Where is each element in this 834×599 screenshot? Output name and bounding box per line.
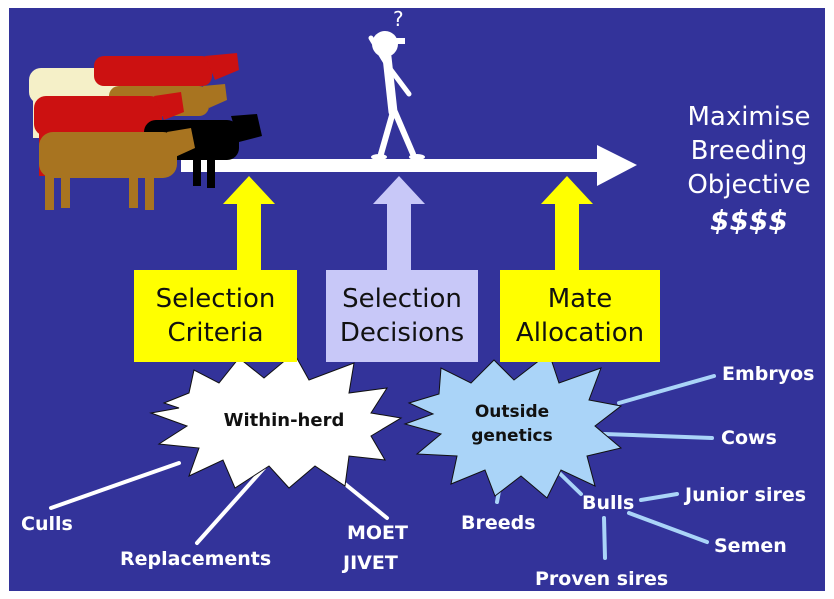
cow-brown-front: [39, 128, 195, 210]
selection-criteria-box: Selection Criteria: [134, 270, 297, 362]
selection-decisions-line-1: Selection: [342, 284, 462, 314]
selection-criteria-line-1: Selection: [155, 284, 276, 314]
cow-red-back: [94, 53, 239, 86]
cow-herd: [29, 53, 262, 210]
main-arrow: [181, 145, 637, 186]
selection-criteria-line-2: Criteria: [167, 318, 264, 348]
thinking-figure: [368, 31, 425, 160]
label-proven-sires: Proven sires: [535, 568, 669, 590]
label-breeds: Breeds: [461, 512, 536, 534]
objective-line-1: Maximise: [687, 102, 811, 132]
within-herd-burst: [149, 352, 403, 489]
label-replacements: Replacements: [120, 548, 272, 570]
objective-line-3: Objective: [687, 170, 811, 200]
label-bulls: Bulls: [582, 492, 635, 514]
selection-decisions-line-2: Decisions: [339, 318, 465, 348]
within-herd-label: Within-herd: [223, 410, 345, 431]
label-embryos: Embryos: [722, 363, 815, 385]
question-mark: ?: [393, 8, 404, 31]
label-semen: Semen: [714, 535, 787, 557]
outside-genetics-burst: [403, 352, 623, 499]
diagram-graphics: ?: [29, 8, 716, 560]
objective-dollars: $$$$: [710, 204, 788, 237]
selection-decisions-box: Selection Decisions: [326, 270, 478, 362]
mate-allocation-box: Mate Allocation: [500, 270, 660, 362]
slide: ? Maximise Breeding Objective $$$$: [9, 8, 825, 591]
outside-genetics-label: Outside genetics: [457, 400, 567, 448]
arrow-up-criteria: [223, 176, 275, 270]
objective-line-2: Breeding: [690, 136, 808, 166]
label-junior-sires: Junior sires: [685, 484, 807, 506]
breeding-objective: Maximise Breeding Objective $$$$: [669, 100, 825, 238]
label-jivet: JIVET: [343, 552, 398, 574]
label-culls: Culls: [21, 513, 73, 535]
mate-allocation-line-1: Mate: [547, 284, 613, 314]
arrow-up-decisions: [373, 176, 425, 270]
arrow-up-mate: [541, 176, 593, 270]
label-moet: MOET: [347, 522, 408, 544]
label-cows: Cows: [721, 427, 777, 449]
outside-genetics-line-2: genetics: [471, 426, 553, 446]
outside-genetics-line-1: Outside: [474, 402, 550, 422]
mate-allocation-line-2: Allocation: [515, 318, 645, 348]
